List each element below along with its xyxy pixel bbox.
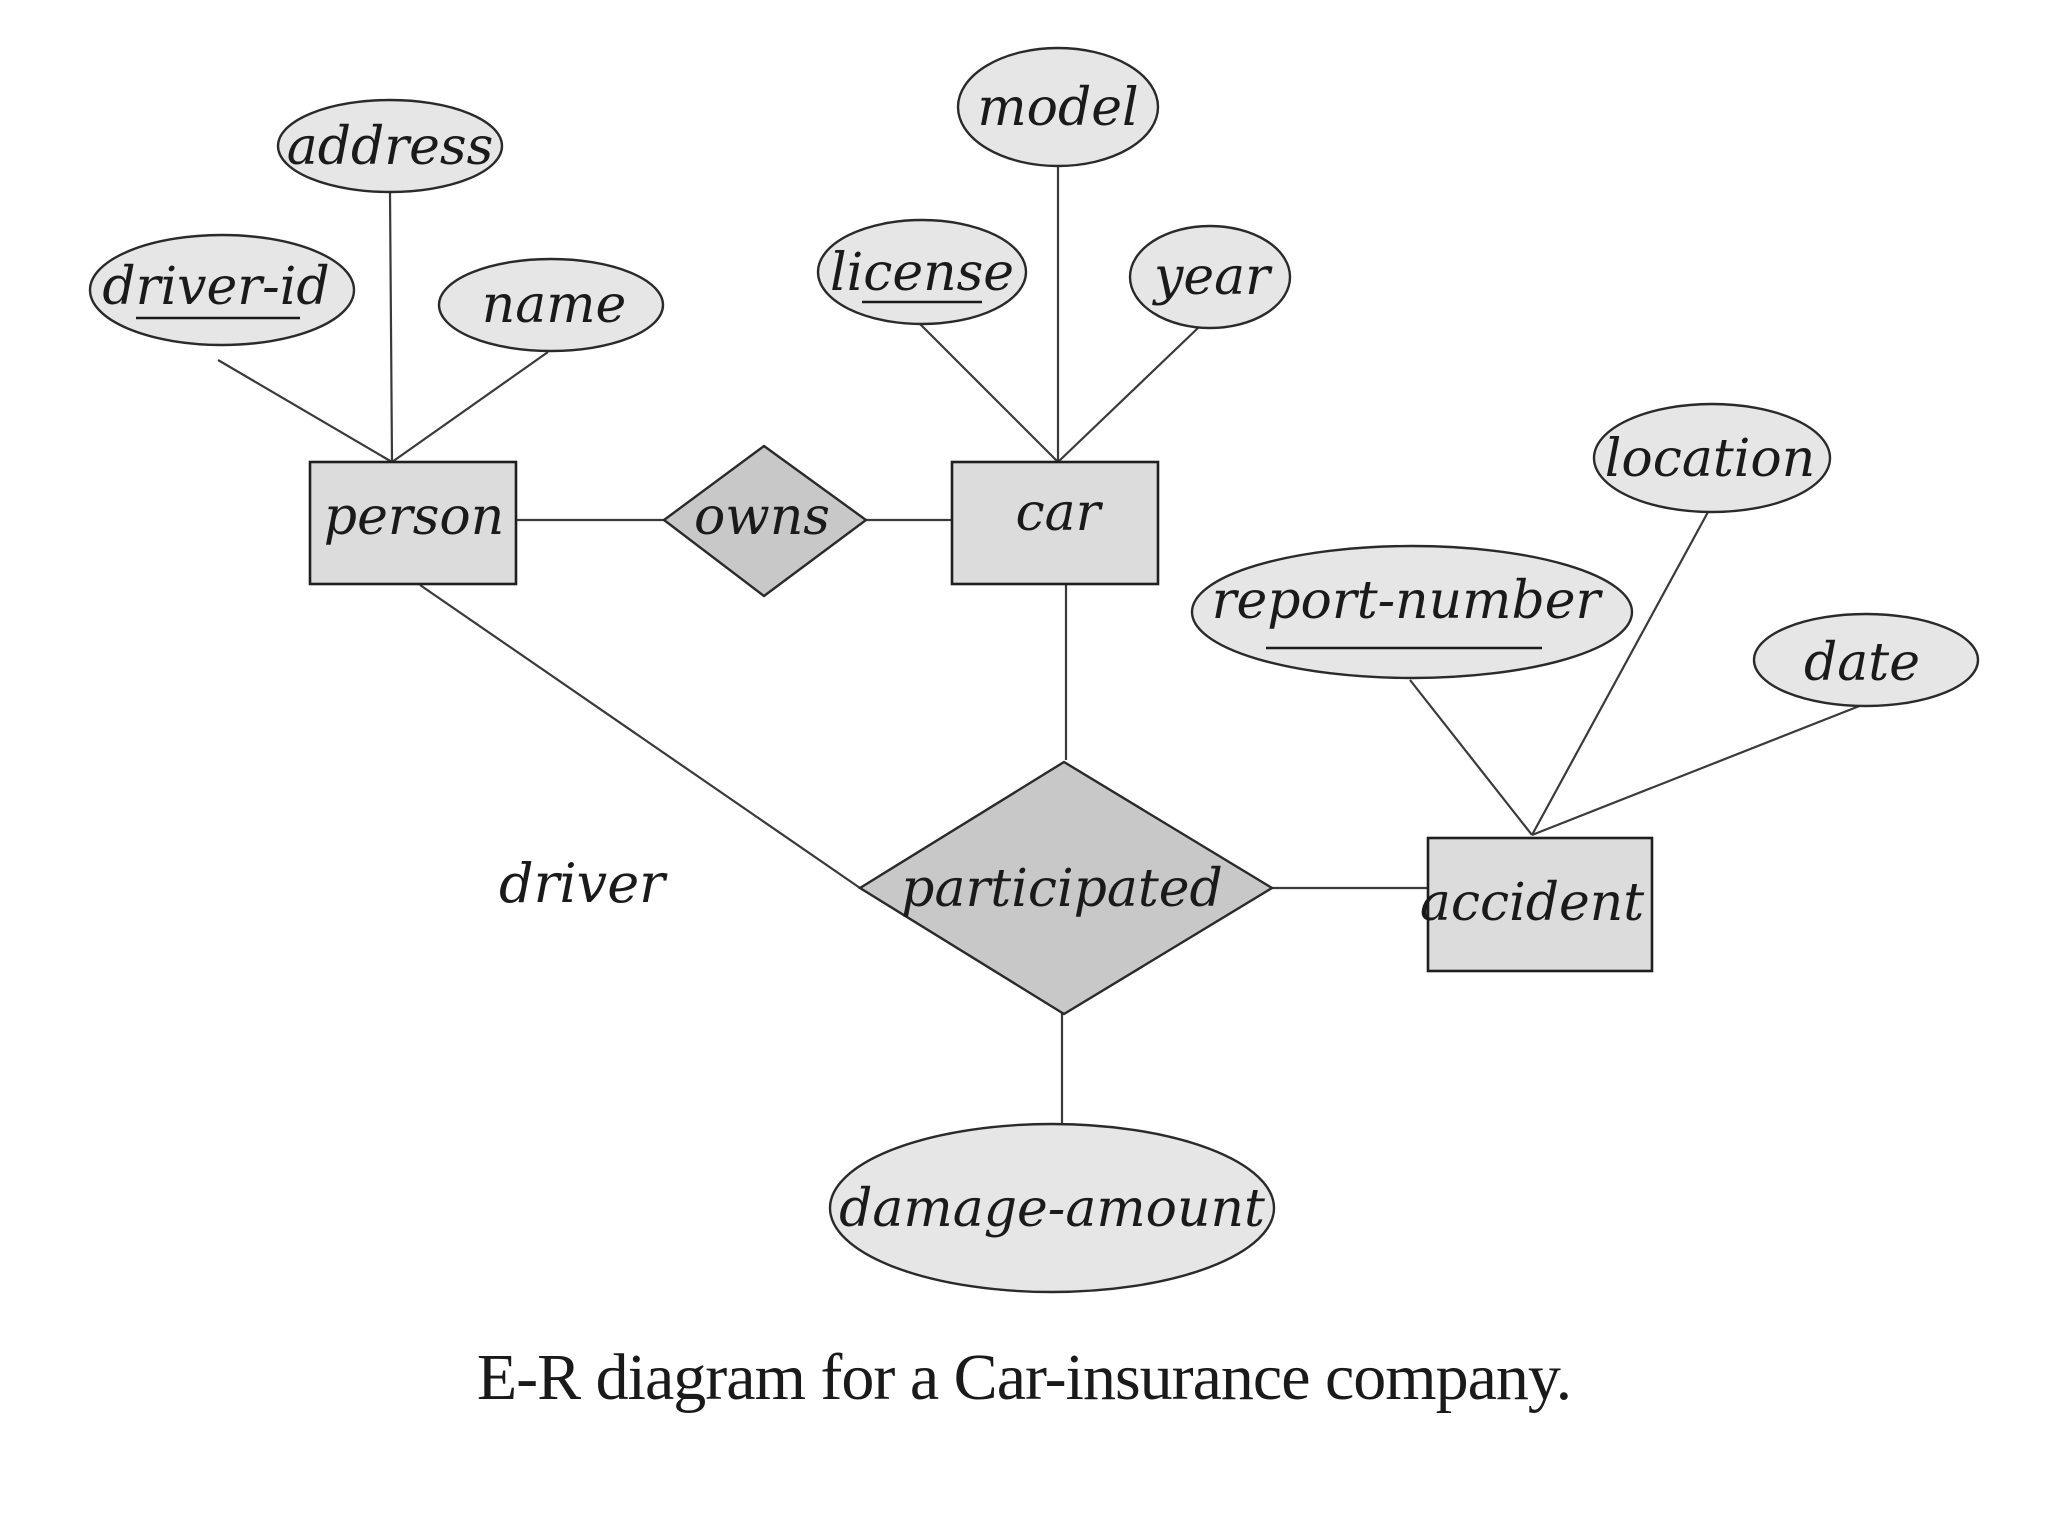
figure-caption: E-R diagram for a Car-insurance company. [476,1341,1572,1414]
attribute-damage-amount: damage-amount [828,1122,1276,1294]
attribute-name: name [437,257,665,353]
attribute-date: date [1752,612,1980,708]
entity-label: car [1016,483,1104,543]
relationship-label: owns [694,487,830,547]
link-year-car [1057,327,1199,463]
link-person-participated [419,584,861,889]
attribute-year: year [1128,224,1292,330]
entity-label: person [324,487,504,547]
link-license-car [917,321,1059,463]
attribute-label: model [977,78,1138,138]
entity-accident: accident [1420,836,1654,973]
entity-person: person [308,460,518,586]
role-label-driver: driver [499,852,668,915]
link-date-accident [1531,703,1863,837]
attribute-label: license [830,243,1014,303]
attribute-location: location [1592,402,1832,514]
attribute-report-number: report-number [1190,544,1634,680]
attribute-model: model [956,46,1160,168]
attribute-label: driver-id [102,257,329,317]
link-driver-id-person [217,359,393,463]
attribute-label: damage-amount [839,1179,1265,1239]
link-name-person [391,351,549,463]
attribute-label: name [482,275,627,335]
attribute-address: address [276,98,504,194]
link-location-accident [1531,511,1709,836]
link-address-person [388,192,394,463]
attribute-label: year [1152,247,1273,307]
attribute-label: address [287,117,494,177]
link-report-number-accident [1409,679,1533,836]
relationship-participated: participated [857,760,1275,1016]
attribute-label: date [1804,633,1920,693]
relationship-owns: owns [661,444,869,598]
attribute-label: report-number [1212,571,1604,631]
connector-lines [217,166,1863,1124]
entity-car: car [950,460,1160,586]
attribute-driver-id: driver-id [88,233,356,347]
attribute-label: location [1605,429,1815,489]
entity-label: accident [1420,873,1644,933]
relationship-label: participated [901,859,1223,919]
attribute-license: license [816,218,1028,326]
